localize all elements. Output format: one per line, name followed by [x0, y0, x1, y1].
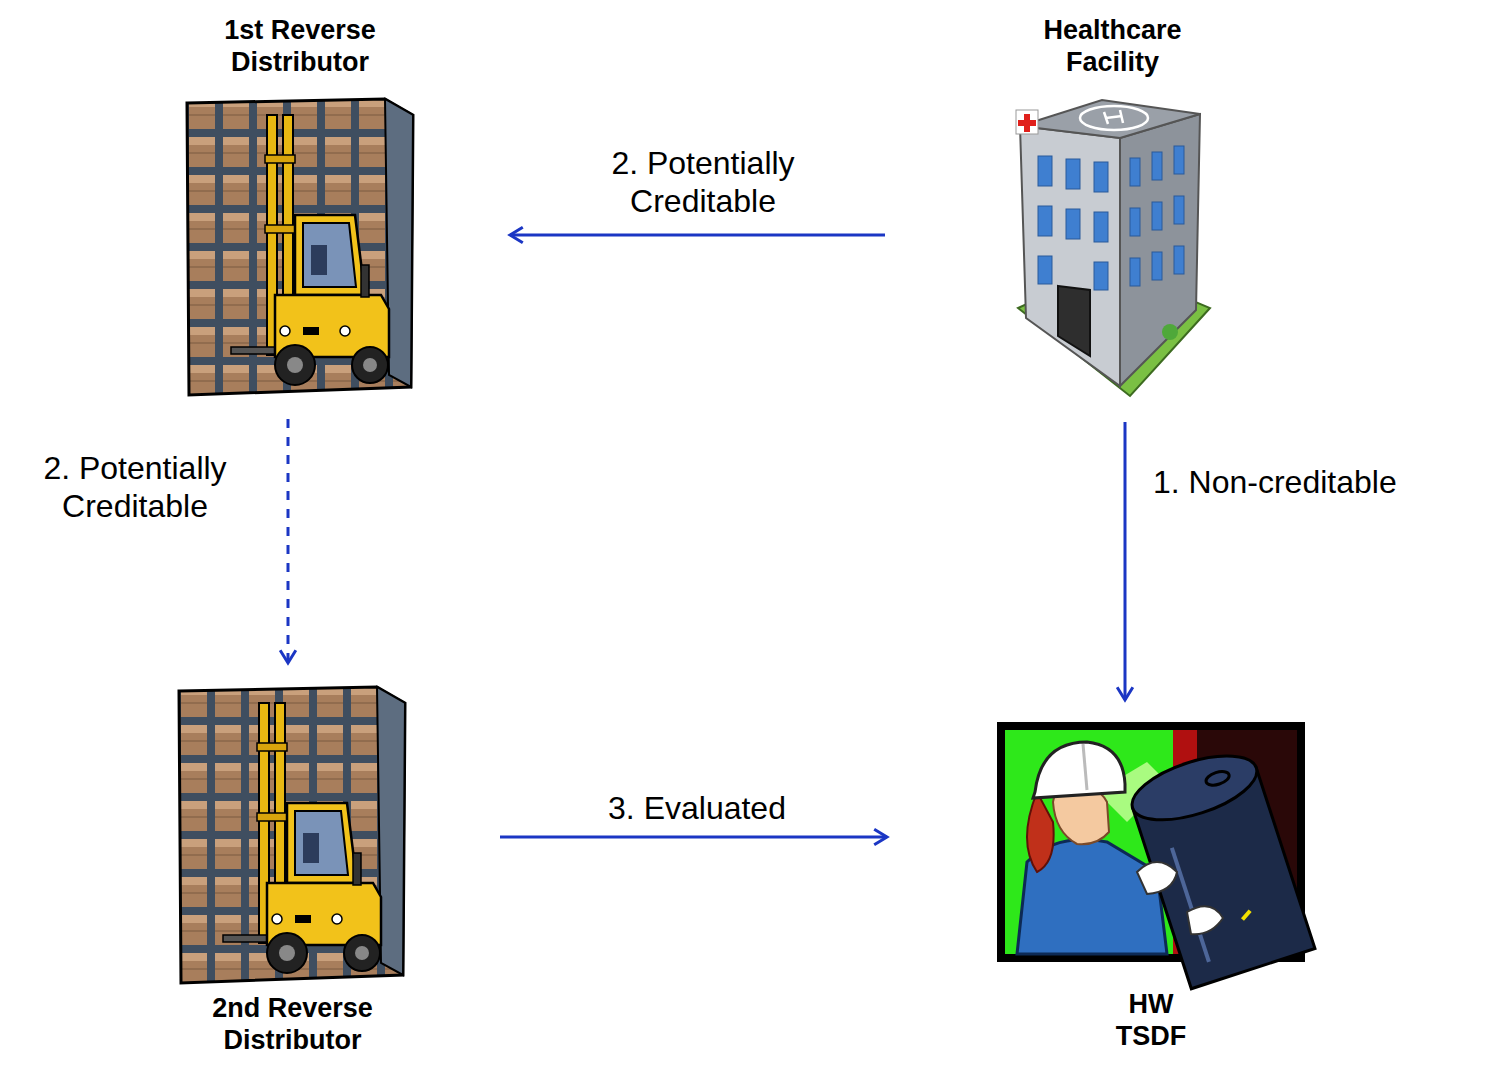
icon-node: Healthcare Facility — [1005, 0, 1220, 402]
node-heading: 1st Reverse Distributor — [185, 0, 415, 92]
edge-label: 1. Non-creditable — [1150, 463, 1400, 501]
flow-arrow — [500, 829, 887, 845]
worker-drum-icon — [997, 722, 1315, 989]
arrowhead — [1117, 687, 1133, 700]
edge-label: 2. Potentially Creditable — [550, 144, 856, 221]
connector-line — [510, 234, 885, 237]
picture-slot — [1005, 92, 1220, 402]
flow-arrow — [280, 419, 296, 663]
node-heading: Healthcare Facility — [1005, 0, 1220, 92]
picture-slot — [995, 720, 1307, 965]
warehouse-icon — [187, 99, 413, 395]
arrowhead — [510, 227, 523, 243]
arrowhead — [874, 829, 887, 845]
connector-line — [287, 419, 290, 663]
connector-line — [500, 836, 887, 839]
flow-arrow — [510, 227, 885, 243]
warehouse-icon — [179, 687, 405, 983]
flow-arrow — [1117, 422, 1133, 700]
node-heading: 2nd Reverse Distributor — [175, 978, 410, 1070]
icon-node: 2nd Reverse Distributor — [175, 683, 410, 1070]
node-heading: HW TSDF — [1104, 965, 1199, 1075]
icon-node: 1st Reverse Distributor — [185, 0, 415, 397]
connector-line — [1124, 422, 1127, 700]
edge-label: 2. Potentially Creditable — [17, 449, 253, 526]
hospital-icon — [1016, 100, 1210, 396]
edge-label: 3. Evaluated — [605, 789, 789, 827]
picture-slot — [185, 92, 415, 397]
picture-slot — [175, 683, 410, 978]
icon-node: HW TSDF — [995, 720, 1307, 1075]
arrowhead — [280, 650, 296, 663]
